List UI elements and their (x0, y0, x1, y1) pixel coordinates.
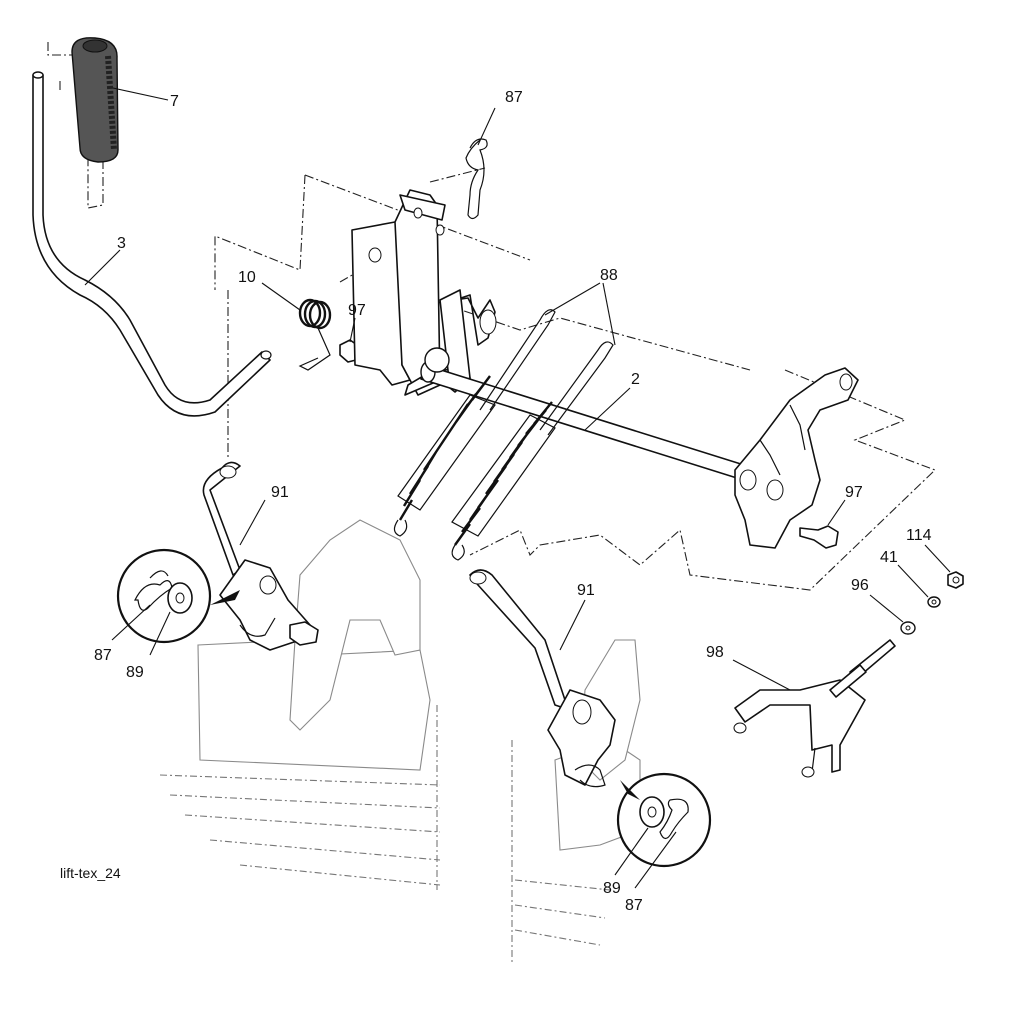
callout-87-top: 87 (505, 89, 523, 106)
bracket-rod-part (733, 639, 896, 778)
callout-87-right: 87 (625, 897, 643, 914)
lockwasher-41-part (927, 596, 941, 608)
callout-98: 98 (706, 644, 724, 661)
callout-3: 3 (117, 235, 126, 252)
lift-shaft-part (420, 347, 761, 485)
main-bracket-part (351, 189, 497, 396)
bolt-right-part (799, 525, 839, 549)
callout-96: 96 (851, 577, 869, 594)
callout-7: 7 (170, 93, 179, 110)
diagram-caption: lift-tex_24 (60, 865, 121, 881)
callout-41: 41 (880, 549, 898, 566)
hairpin-clip-top-part (465, 138, 488, 220)
callout-88: 88 (600, 267, 618, 284)
nut-114-part (947, 571, 964, 589)
callout-91-right: 91 (577, 582, 595, 599)
detail-circle-left (116, 548, 240, 644)
lift-link-left-part (202, 461, 319, 651)
lift-lever-part (32, 71, 272, 417)
callout-114: 114 (906, 527, 932, 544)
callout-97-right: 97 (845, 484, 863, 501)
callout-91-left: 91 (271, 484, 289, 501)
callout-89-left: 89 (126, 664, 144, 681)
leader-lines (84, 87, 951, 889)
right-lift-arm-part (734, 367, 859, 549)
lift-link-right-part (469, 569, 616, 788)
deck-frame-ghost-left (159, 519, 441, 890)
handle-grip-part (71, 37, 119, 163)
callout-97-left: 97 (348, 302, 366, 319)
torsion-spring-part (298, 298, 332, 371)
washer-96-part (900, 621, 916, 635)
callout-89-right: 89 (603, 880, 621, 897)
callout-10: 10 (238, 269, 256, 286)
extension-springs-part (393, 309, 614, 561)
callout-87-left: 87 (94, 647, 112, 664)
detail-circle-right (616, 772, 712, 868)
callout-labels: 7 3 87 88 10 97 2 91 97 114 41 96 98 87 … (94, 89, 932, 914)
callout-2: 2 (631, 371, 640, 388)
